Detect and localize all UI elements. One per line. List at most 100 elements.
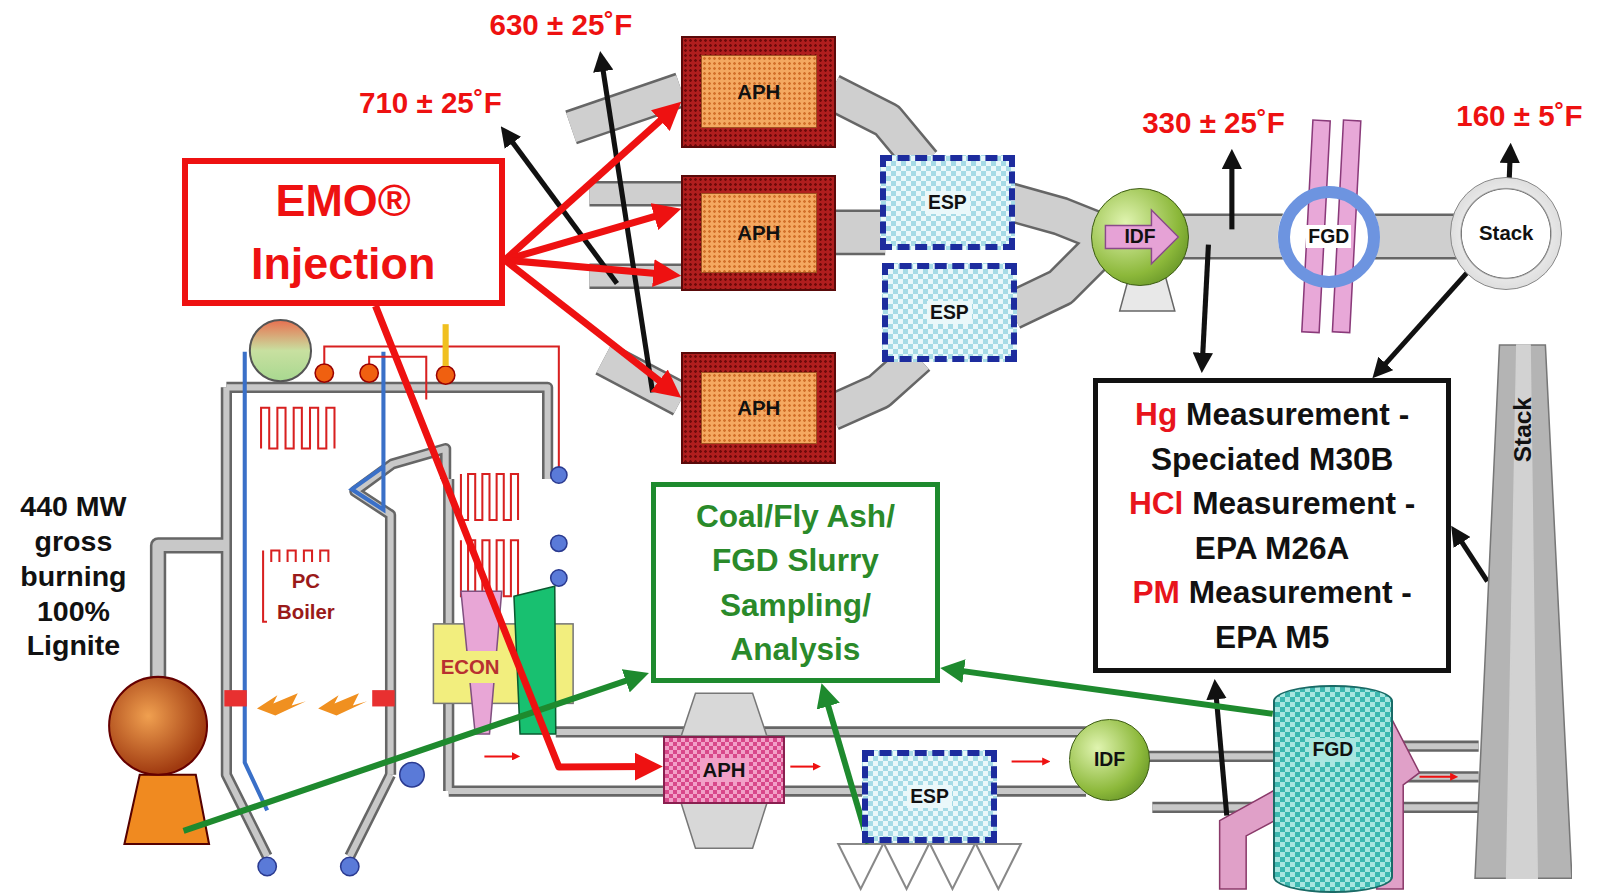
feed-line: [443, 324, 449, 366]
flow-arrow: [1012, 760, 1047, 762]
node-text: Stack: [1508, 397, 1537, 462]
flue-duct: [571, 90, 681, 128]
scrubber-spray-bar: [1278, 186, 1380, 288]
node-text: Measurement - EPA M26A: [1192, 485, 1415, 565]
flue-duct: [1010, 202, 1097, 231]
header-dot: [315, 364, 333, 382]
node-text: ESP: [907, 785, 952, 808]
flue-duct: [831, 92, 923, 163]
sampling-arrow: [184, 677, 638, 831]
stack-tower: Stack: [1474, 344, 1573, 879]
node-text: Stack: [1479, 221, 1533, 245]
node-text: HCl: [1129, 485, 1183, 521]
flue-duct: [589, 181, 681, 206]
flue-duct: [831, 357, 918, 413]
plant-rating-label: 440 MW gross burning 100% Lignite: [7, 489, 140, 662]
pulverizer: [124, 775, 209, 844]
valve-dot: [341, 857, 359, 875]
flue-duct: [831, 212, 885, 253]
flow-arrow: [484, 755, 516, 757]
air-preheater: APH: [681, 352, 836, 464]
shape-part: [1506, 345, 1537, 878]
flue-duct: [571, 90, 681, 128]
burner-flame: [224, 690, 246, 706]
connector-arrow: [1457, 534, 1488, 581]
leader-arrow: [1202, 245, 1208, 363]
measurement-line: PMMeasurement - EPA M5: [1112, 570, 1433, 659]
node-text: Measurement - Speciated M30B: [1151, 396, 1409, 476]
pulverizer: [109, 677, 209, 844]
valve-dot: [551, 535, 567, 551]
measurement-box: HgMeasurement - Speciated M30BHClMeasure…: [1093, 378, 1451, 673]
heat-exchanger-coil: [461, 474, 518, 520]
temperature-label: 330 ± 25˚F: [1142, 106, 1285, 141]
connector-arrow: [505, 213, 668, 260]
air-preheater: APH: [663, 736, 785, 803]
node-text: APH: [701, 193, 817, 273]
connector-arrow: [952, 670, 1273, 714]
ash-hopper: [930, 844, 975, 889]
connector-arrow: [505, 111, 671, 260]
plant-pipe: [350, 775, 391, 857]
leader-arrow: [1229, 159, 1234, 229]
header-dot: [315, 364, 455, 384]
node-text: PC Boiler: [272, 566, 339, 627]
boiler-label: PC Boiler: [267, 562, 345, 631]
sampling-arrow: [184, 677, 638, 831]
flue-duct: [1010, 202, 1097, 231]
flue-duct: [831, 92, 923, 163]
valve-dot: [551, 570, 567, 586]
connector-arrow: [376, 306, 649, 767]
feed-line: [445, 324, 446, 366]
measurement-line: HClMeasurement - EPA M26A: [1112, 481, 1433, 570]
ash-hopper: [884, 844, 929, 889]
flue-duct: [1012, 249, 1100, 311]
preheater-hood: [681, 693, 767, 736]
flue-duct: [1375, 214, 1457, 260]
sampling-box: Coal/Fly Ash/ FGD Slurry Sampling/ Analy…: [651, 482, 941, 683]
node-text: APH: [701, 55, 817, 128]
plant-pipe: [226, 387, 547, 479]
air-preheater: APH: [681, 36, 836, 148]
economizer: ECON: [436, 651, 503, 683]
node-text: ESP: [925, 191, 970, 214]
plant-pipe: [350, 775, 391, 857]
flue-duct: [831, 357, 918, 413]
valve-dot: [400, 763, 424, 787]
fan-circle: IDF: [1091, 188, 1189, 286]
connector-arrow: [1379, 273, 1467, 371]
shape-part: [1475, 345, 1572, 878]
flow-arrow: [1420, 776, 1455, 778]
node-text: ESP: [927, 301, 972, 324]
water-wall: [245, 352, 384, 811]
shape-part: [1106, 210, 1179, 264]
fan-circle: IDF: [1069, 719, 1151, 801]
injection-box: EMO® Injection: [182, 158, 505, 306]
ash-hopper: [838, 844, 883, 889]
node-text: PM: [1132, 574, 1179, 610]
burner-flame: [372, 690, 394, 706]
preheater-hood: [681, 803, 767, 848]
node-text: FGD: [1306, 225, 1351, 248]
valve-dot: [551, 467, 567, 483]
measurement-line: HgMeasurement - Speciated M30B: [1112, 392, 1433, 481]
node-text: FGD: [1309, 738, 1356, 761]
node-text: IDF: [1094, 748, 1125, 771]
ash-hopper: [838, 844, 1021, 889]
valve-dot: [258, 857, 276, 875]
leader-arrow: [1509, 153, 1510, 178]
node-text: IDF: [1124, 225, 1155, 248]
header-dot: [436, 366, 454, 384]
ash-hopper: [976, 844, 1021, 889]
scrubber-circle: FGD: [1278, 186, 1380, 288]
stack-circle: Stack: [1450, 177, 1562, 289]
node-text: Coal/Fly Ash/ FGD Slurry Sampling/ Analy…: [678, 494, 913, 672]
plant-pipe: [355, 449, 446, 775]
plant-pipe: [355, 449, 446, 775]
air-preheater: APH: [681, 175, 836, 290]
node-text: APH: [700, 758, 749, 782]
node-text: APH: [701, 372, 817, 443]
steam-drum: [250, 320, 311, 381]
node-text: EMO® Injection: [226, 169, 461, 295]
